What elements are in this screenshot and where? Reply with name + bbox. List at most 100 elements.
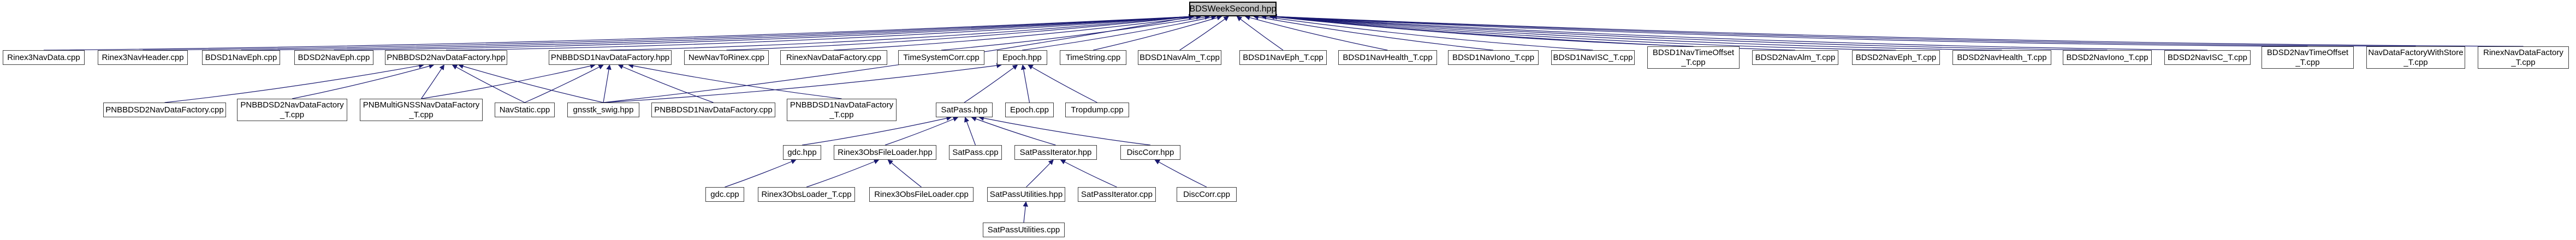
edge-r2_9-to-central [941,14,1210,51]
graph-node-bdsd2navtimeoffset-t-cpp[interactable]: BDSD2NavTimeOffset_T.cpp [2262,46,2354,69]
edge-r3_5-to-r2_10 [603,63,1002,103]
node-label: PNBBDSD2NavDataFactory.cpp [105,105,224,115]
graph-node-bdsd2naveph-cpp[interactable]: BDSD2NavEph.cpp [294,50,373,65]
node-label: SatPass.cpp [952,147,999,157]
node-label: BDSD1NavHealth_T.cpp [1343,52,1433,62]
node-label: BDSD2NavEph.cpp [298,52,370,62]
node-label: _T.cpp [1681,57,1706,67]
graph-node-satpassiterator-cpp[interactable]: SatPassIterator.cpp [1078,187,1156,202]
graph-node-bdsd1naviono-t-cpp[interactable]: BDSD1NavIono_T.cpp [1448,50,1539,65]
edge-r2_23-to-central [1272,14,2308,47]
node-label: DiscCorr.hpp [1126,147,1174,157]
edge-r5_3-to-r4_2 [887,159,922,188]
graph-node-pnbbdsd2navdatafactory-cpp[interactable]: PNBBDSD2NavDataFactory.cpp [103,103,226,117]
edge-r4_3-to-r3_8 [964,117,976,146]
graph-node-bdsd1navalm-t-cpp[interactable]: BDSD1NavAlm_T.cpp [1138,50,1221,65]
node-label: BDSD2NavHealth_T.cpp [1957,52,2047,62]
edge-r3_8-to-r2_10 [964,64,1018,103]
node-label: _T.cpp [2295,57,2320,67]
node-label: SatPass.hpp [941,105,988,115]
node-label: PNBMultiGNSSNavDataFactory [363,100,480,110]
graph-node-bdsd1naveph-cpp[interactable]: BDSD1NavEph.cpp [202,50,280,65]
node-label: BDSD2NavTimeOffset [2266,47,2349,57]
graph-node-epoch-cpp[interactable]: Epoch.cpp [1005,103,1054,117]
central-graph-node-bdsweeksecond-hpp[interactable]: BDSWeekSecond.hpp [1189,2,1277,16]
graph-node-rinex3obsloader-t-cpp[interactable]: Rinex3ObsLoader_T.cpp [758,187,855,202]
edge-r4_1-to-r3_8 [802,116,952,146]
graph-node-pnbbdsd1navdatafactory-cpp[interactable]: PNBBDSD1NavDataFactory.cpp [651,103,775,117]
graph-node-bdsd2navalm-t-cpp[interactable]: BDSD2NavAlm_T.cpp [1752,50,1838,65]
edge-r2_2-to-central [143,14,1194,51]
node-label: PNBBDSD1NavDataFactory.cpp [654,105,773,115]
node-label: BDSD1NavEph_T.cpp [1243,52,1323,62]
node-label: BDSD1NavISC_T.cpp [1553,52,1633,62]
node-label: BDSD1NavEph.cpp [205,52,277,62]
graph-node-pnbbdsd2navdatafactory-t-cpp[interactable]: PNBBDSD2NavDataFactory_T.cpp [237,99,347,121]
graph-node-disccorr-hpp[interactable]: DiscCorr.hpp [1120,145,1180,160]
node-label: TimeSystemCorr.cpp [903,52,980,62]
node-label: NavDataFactoryWithStore [2368,47,2464,57]
graph-node-satpassutilities-hpp[interactable]: SatPassUtilities.hpp [987,187,1065,202]
node-label: PNBBDSD2NavDataFactory.hpp [387,52,506,62]
edge-r4_5-to-r3_8 [978,115,1151,146]
graph-node-bdsd1naveph-t-cpp[interactable]: BDSD1NavEph_T.cpp [1239,50,1327,65]
node-label: NewNavToRinex.cpp [688,52,765,62]
graph-node-tropdump-cpp[interactable]: Tropdump.cpp [1065,103,1129,117]
node-label: _T.cpp [280,110,305,119]
node-label: BDSD1NavTimeOffset [1652,47,1735,57]
node-label: BDSD2NavAlm_T.cpp [1755,52,1836,62]
graph-node-navdatafactorywithstore-t-cpp[interactable]: NavDataFactoryWithStore_T.cpp [2366,46,2465,69]
edge-r3_10-to-r2_10 [1028,64,1097,103]
edge-r2_24-to-central [1272,14,2416,47]
edge-r3_6-to-r2_6 [618,64,714,103]
edge-r5_5-to-r4_4 [1060,159,1117,188]
graph-node-satpass-hpp[interactable]: SatPass.hpp [936,103,993,117]
graph-node-navstatic-cpp[interactable]: NavStatic.cpp [495,103,555,117]
graph-node-gnsstk-swig-hpp[interactable]: gnsstk_swig.hpp [567,103,639,117]
graph-node-rinex3navheader-cpp[interactable]: Rinex3NavHeader.cpp [98,50,188,65]
graph-node-bdsd1navisc-t-cpp[interactable]: BDSD1NavISC_T.cpp [1551,50,1635,65]
graph-node-rinexnavdatafactory-cpp[interactable]: RinexNavDataFactory.cpp [780,50,887,65]
graph-node-bdsd2naveph-t-cpp[interactable]: BDSD2NavEph_T.cpp [1852,50,1940,65]
edge-r2_25-to-central [1272,14,2524,47]
node-label: SatPassUtilities.cpp [987,225,1060,235]
graph-node-rinex3obsfileloader-cpp[interactable]: Rinex3ObsFileLoader.cpp [869,187,974,202]
graph-node-newnavtorinex-cpp[interactable]: NewNavToRinex.cpp [684,50,769,65]
graph-node-pnbbdsd2navdatafactory-hpp[interactable]: PNBBDSD2NavDataFactory.hpp [385,50,507,65]
graph-node-rinex3navdata-cpp[interactable]: Rinex3NavData.cpp [3,50,85,65]
edge-r4_4-to-r3_8 [971,116,1056,146]
graph-node-satpassiterator-hpp[interactable]: SatPassIterator.hpp [1014,145,1097,160]
graph-node-bdsd1navtimeoffset-t-cpp[interactable]: BDSD1NavTimeOffset_T.cpp [1647,46,1740,69]
node-label: PNBBDSD1NavDataFactory [790,100,894,110]
edge-r3_3-to-r2_6 [421,63,596,99]
graph-node-disccorr-cpp[interactable]: DiscCorr.cpp [1177,187,1237,202]
edge-r3_4-to-r2_5 [452,64,525,103]
edge-r2_15-to-central [1253,14,1494,51]
node-label: BDSWeekSecond.hpp [1189,4,1277,14]
graph-node-pnbbdsd1navdatafactory-hpp[interactable]: PNBBDSD1NavDataFactory.hpp [549,50,672,65]
edge-r3_1-to-r2_5 [164,63,424,103]
graph-node-rinexnavdatafactory-t-cpp[interactable]: RinexNavDataFactory_T.cpp [2478,46,2569,69]
graph-node-pnbbdsd1navdatafactory-t-cpp[interactable]: PNBBDSD1NavDataFactory_T.cpp [787,99,897,121]
edge-r3_5-to-r2_5 [458,63,604,103]
node-label: _T.cpp [2511,57,2536,67]
edge-r2_3-to-central [241,14,1194,51]
graph-node-timesystemcorr-cpp[interactable]: TimeSystemCorr.cpp [898,50,984,65]
graph-node-bdsd1navhealth-t-cpp[interactable]: BDSD1NavHealth_T.cpp [1338,50,1437,65]
graph-node-gdc-cpp[interactable]: gdc.cpp [705,187,744,202]
graph-node-bdsd2naviono-t-cpp[interactable]: BDSD2NavIono_T.cpp [2063,50,2152,65]
graph-node-pnbmultignssnavdatafactory-t-cpp[interactable]: PNBMultiGNSSNavDataFactory_T.cpp [360,99,483,121]
graph-node-satpassutilities-cpp[interactable]: SatPassUtilities.cpp [983,223,1065,237]
edge-r2_16-to-central [1261,14,1593,51]
graph-node-satpass-cpp[interactable]: SatPass.cpp [949,145,1002,160]
graph-node-timestring-cpp[interactable]: TimeString.cpp [1060,50,1126,65]
graph-node-gdc-hpp[interactable]: gdc.hpp [783,145,821,160]
edge-r3_5-to-r2_6 [603,64,612,103]
node-label: SatPassUtilities.hpp [989,189,1063,199]
graph-node-epoch-hpp[interactable]: Epoch.hpp [997,50,1047,65]
node-label: BDSD2NavEph_T.cpp [1855,52,1937,62]
edge-r2_22-to-central [1272,14,2208,51]
graph-node-rinex3obsfileloader-hpp[interactable]: Rinex3ObsFileLoader.hpp [834,145,936,160]
graph-node-bdsd2navhealth-t-cpp[interactable]: BDSD2NavHealth_T.cpp [1952,50,2051,65]
graph-node-bdsd2navisc-t-cpp[interactable]: BDSD2NavISC_T.cpp [2164,50,2251,65]
